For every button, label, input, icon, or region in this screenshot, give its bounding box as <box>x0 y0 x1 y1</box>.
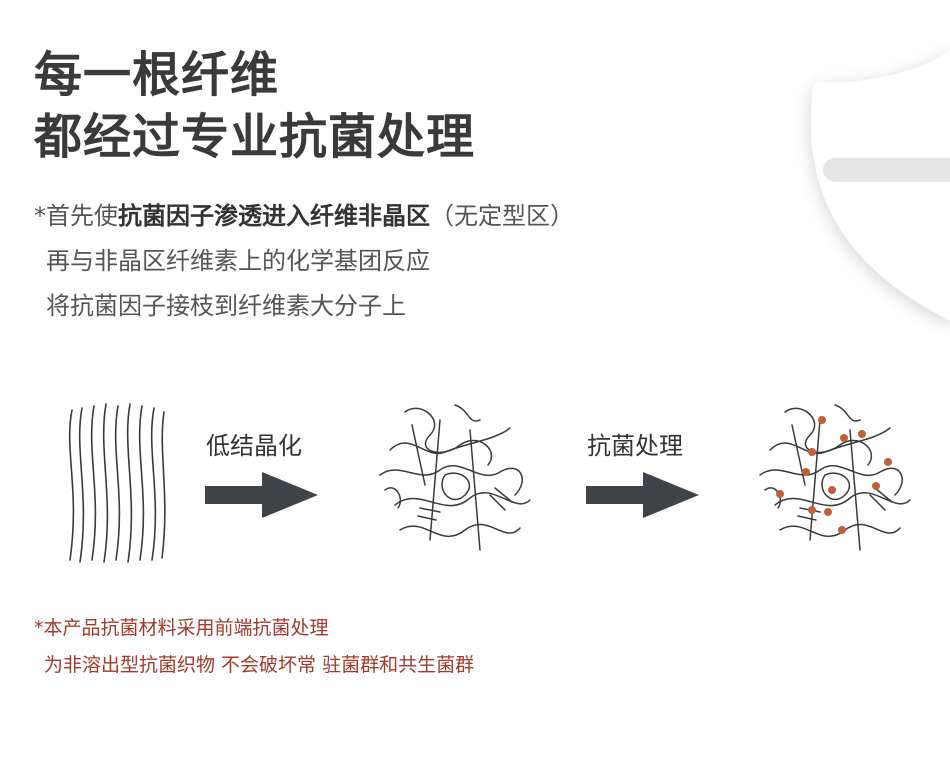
arrow-right-icon-2 <box>586 472 699 518</box>
description-line-1: *首先使抗菌因子渗透进入纤维非晶区（无定型区） <box>34 194 574 239</box>
tangled-fibers-icon <box>379 404 531 551</box>
straight-fibers-icon <box>68 403 166 563</box>
treated-fibers-icon <box>759 404 911 551</box>
shield-icon <box>811 50 950 321</box>
title-line-2: 都经过专业抗菌处理 <box>34 109 476 165</box>
step-label-low-crystallization: 低结晶化 <box>206 432 302 460</box>
step-label-antibacterial-treatment: 抗菌处理 <box>587 432 683 460</box>
description-highlight: 抗菌因子渗透进入纤维非晶区 <box>118 202 430 230</box>
footnote: *本产品抗菌材料采用前端抗菌处理 为非溶出型抗菌织物 不会破坏常 驻菌群和共生菌… <box>34 610 474 684</box>
process-diagram: 低结晶化 抗菌处理 <box>0 390 950 580</box>
page-title: 每一根纤维 都经过专业抗菌处理 <box>34 44 475 168</box>
description-line-2: 再与非晶区纤维素上的化学基团反应 <box>46 247 430 275</box>
footnote-line-1: *本产品抗菌材料采用前端抗菌处理 <box>34 617 329 639</box>
description-prefix: *首先使 <box>34 202 118 230</box>
footnote-line-2: 为非溶出型抗菌织物 不会破坏常 驻菌群和共生菌群 <box>44 654 475 676</box>
description: *首先使抗菌因子渗透进入纤维非晶区（无定型区） 再与非晶区纤维素上的化学基团反应… <box>34 194 574 329</box>
description-suffix: （无定型区） <box>430 202 574 230</box>
description-line-3: 将抗菌因子接枝到纤维素大分子上 <box>46 292 406 320</box>
arrow-right-icon <box>205 472 318 518</box>
title-line-1: 每一根纤维 <box>34 47 280 103</box>
